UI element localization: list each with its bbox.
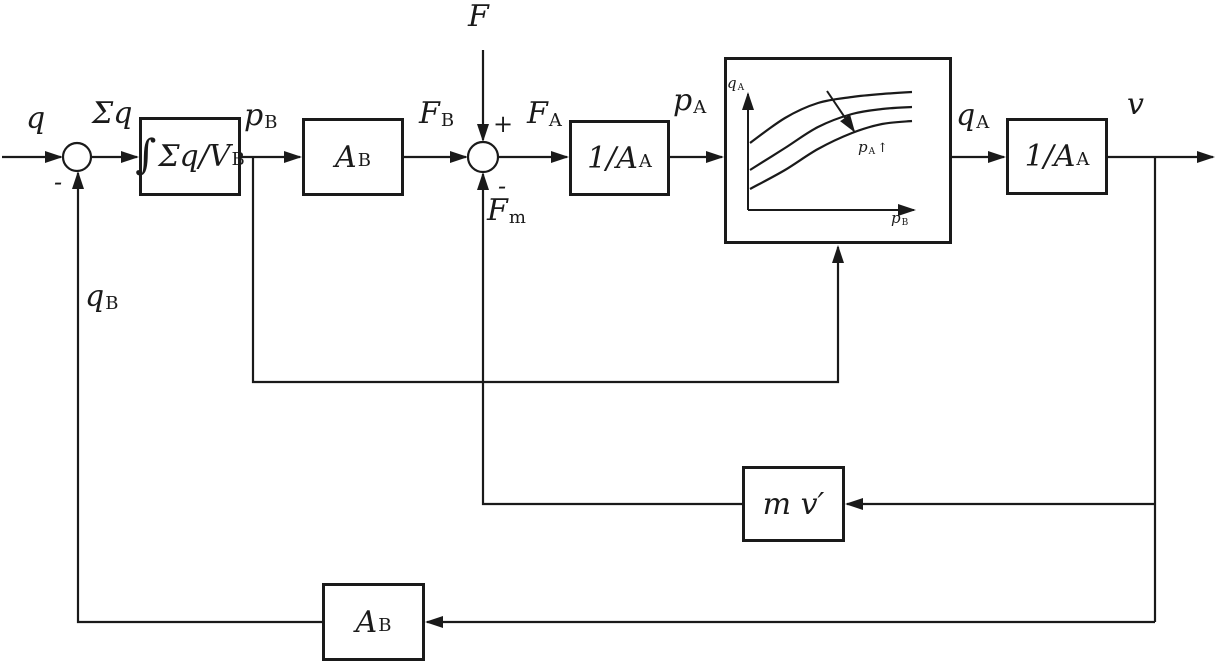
label-q-a: qA [956, 98, 990, 134]
graph-curve [749, 90, 913, 144]
label-f-m: Fm [487, 193, 526, 229]
block-area-b-feedback-label: A [355, 604, 378, 640]
label-minus-sum1: - [54, 168, 63, 196]
graph-curve [749, 119, 913, 190]
plot-x-axis-label: pB [891, 209, 909, 228]
block-inv-area-a-2-label: 1/A [1024, 139, 1076, 174]
block-mass-accel-label: m v′ [762, 486, 825, 522]
graph-curve [749, 105, 913, 171]
label-f-a: FA [527, 96, 562, 132]
block-integrator-label: Σq/V [158, 139, 231, 174]
label-f-b: FB [419, 96, 455, 132]
line-pb-to-graph [251, 157, 844, 384]
integral-sign: ∫ [135, 130, 157, 179]
label-minus-sum2: - [498, 172, 507, 200]
line-mv-to-sum2 [477, 172, 742, 506]
label-v-output: v [1127, 87, 1144, 122]
label-sigma-q: Σq [92, 96, 133, 131]
plot-pa-annotation: pA↑ [858, 138, 888, 157]
line-qb-to-sum1 [72, 171, 322, 624]
label-p-a: pA [673, 83, 707, 119]
graph-curves [749, 90, 913, 190]
block-area-b-label: A [335, 139, 357, 175]
label-q-input: q [26, 101, 46, 136]
block-inv-area-a-1-label: 1/A [587, 140, 638, 176]
plot-y-axis-label: qA [727, 74, 745, 93]
label-q-b: qB [85, 279, 119, 315]
up-arrow-icon: ↑ [877, 141, 888, 156]
plot-pa-direction-arrow [826, 90, 856, 133]
block-mass-accel: m v′ [742, 466, 845, 542]
summing-junction-1 [61, 141, 93, 173]
summing-junction-2 [466, 140, 500, 174]
label-plus-sum2: + [493, 110, 514, 138]
label-p-b: pB [244, 98, 278, 134]
label-f-external: F [468, 0, 489, 34]
